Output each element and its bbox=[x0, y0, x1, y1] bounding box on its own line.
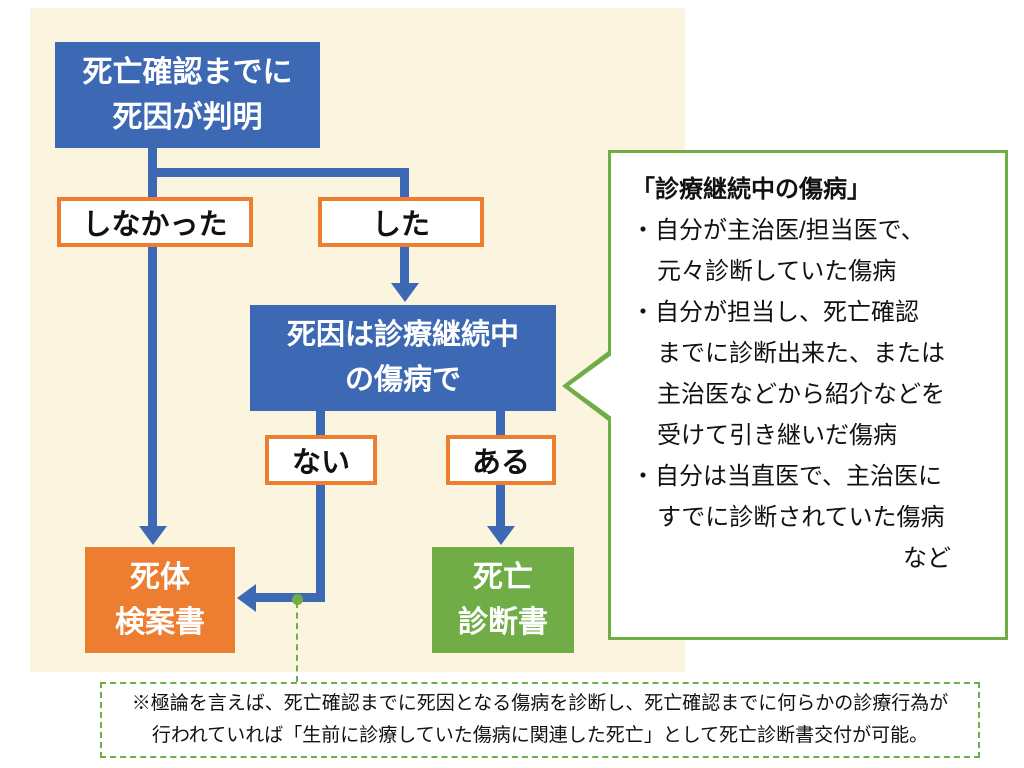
arrow-line-nai-horizontal bbox=[255, 593, 325, 602]
callout-box: 「診療継続中の傷病」 ・自分が主治医/担当医で、 元々診断していた傷病 ・自分が… bbox=[562, 150, 1008, 640]
callout-line: までに診断出来た、または bbox=[657, 340, 945, 367]
callout-suffix: など bbox=[903, 545, 951, 572]
callout-line: ・自分が担当し、死亡確認 bbox=[631, 299, 919, 326]
top-question-line1: 死亡確認までに bbox=[82, 56, 293, 89]
result-shindansho-box: 死亡 診断書 bbox=[432, 547, 574, 653]
dashed-connector-line bbox=[296, 602, 298, 682]
note-line1: ※極論を言えば、死亡確認までに死因となる傷病を診断し、死亡確認までに何らかの診療… bbox=[131, 693, 949, 714]
callout-line: 元々診断していた傷病 bbox=[657, 258, 897, 285]
branch-aru-box: ある bbox=[446, 435, 556, 485]
kenansho-line1: 死体 bbox=[130, 561, 190, 594]
arrow-line-top-horizontal bbox=[148, 168, 409, 177]
arrowhead-to-shindansho bbox=[487, 526, 515, 545]
kenansho-line2: 検案書 bbox=[115, 606, 205, 639]
branch-aru-label: ある bbox=[471, 447, 530, 479]
arrowhead-left-to-kenansho bbox=[237, 584, 256, 612]
callout-line: 主治医などから紹介などを bbox=[657, 381, 945, 408]
branch-shinakatta-box: しなかった bbox=[57, 197, 253, 247]
branch-nai-box: ない bbox=[265, 435, 377, 485]
result-kenansho-box: 死体 検案書 bbox=[85, 547, 235, 653]
callout-line: ・自分が主治医/担当医で、 bbox=[631, 217, 925, 244]
callout-line: ・自分は当直医で、主治医に bbox=[631, 463, 943, 490]
branch-shita-label: した bbox=[371, 209, 430, 241]
mid-question-line2: の傷病で bbox=[344, 364, 461, 396]
shindansho-line1: 死亡 bbox=[473, 561, 533, 594]
arrow-line-shita-above bbox=[400, 168, 409, 200]
branch-nai-label: ない bbox=[291, 447, 350, 479]
arrow-line-left-vertical bbox=[148, 148, 157, 528]
callout-line: すでに診断されていた傷病 bbox=[657, 504, 945, 531]
arrowhead-to-kenansho bbox=[139, 526, 167, 545]
branch-shinakatta-label: しなかった bbox=[82, 209, 228, 241]
arrowhead-to-midbox bbox=[391, 283, 419, 302]
branch-shita-box: した bbox=[318, 197, 484, 247]
connector-dot bbox=[292, 594, 303, 605]
top-question-box: 死亡確認までに 死因が判明 bbox=[55, 42, 320, 148]
callout-pointer-inner bbox=[569, 354, 613, 418]
note-box: ※極論を言えば、死亡確認までに死因となる傷病を診断し、死亡確認までに何らかの診療… bbox=[100, 682, 980, 758]
arrow-line-nai-vertical bbox=[316, 411, 325, 602]
arrow-line-shita-below bbox=[400, 243, 409, 285]
mid-question-box: 死因は診療継続中 の傷病で bbox=[250, 305, 556, 411]
callout-line: 受けて引き継いだ傷病 bbox=[657, 422, 897, 449]
shindansho-line2: 診断書 bbox=[458, 606, 548, 639]
top-question-line2: 死因が判明 bbox=[112, 101, 263, 134]
callout-title: 「診療継続中の傷病」 bbox=[631, 176, 871, 203]
note-line2: 行われていれば「生前に診療していた傷病に関連した死亡」として死亡診断書交付が可能… bbox=[151, 725, 929, 746]
mid-question-line1: 死因は診療継続中 bbox=[286, 319, 519, 351]
